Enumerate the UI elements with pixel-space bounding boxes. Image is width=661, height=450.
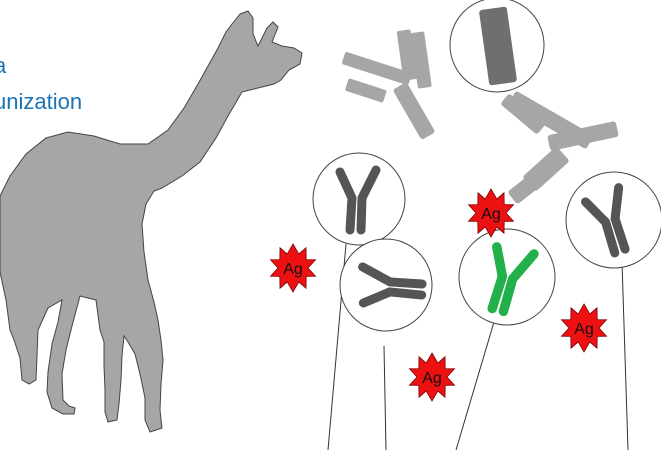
llama-silhouette (0, 11, 302, 432)
free-antibody-top (342, 29, 436, 140)
antigen-1: Ag (271, 244, 316, 292)
antigen-4: Ag (410, 353, 455, 401)
antigen-label: Ag (422, 370, 442, 387)
antigen-label: Ag (481, 206, 501, 223)
antigen-label: Ag (574, 321, 594, 338)
antigen-label: Ag (283, 261, 303, 278)
antibody-circle-left (313, 153, 405, 245)
antibody-circle-bound (459, 229, 555, 325)
antibody-circle-right (566, 172, 661, 268)
antibody-circle-middle (340, 239, 432, 331)
antigen-3: Ag (562, 304, 607, 352)
antibody-circle-top (450, 0, 544, 92)
